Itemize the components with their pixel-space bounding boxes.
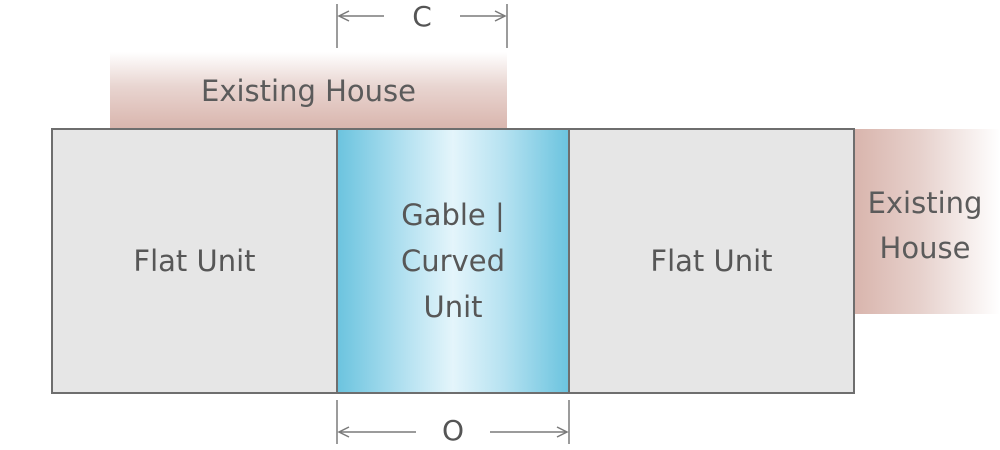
dimension-top-arrow-left xyxy=(337,10,350,22)
flat-unit-right: Flat Unit xyxy=(568,128,855,394)
gable-curved-unit-label-line1: Gable | Curved xyxy=(401,198,505,278)
existing-house-top-label: Existing House xyxy=(201,74,416,108)
gable-curved-unit-label-line2: Unit xyxy=(423,290,483,324)
dimension-bottom-arrow-left xyxy=(337,426,350,438)
flat-unit-left-label: Flat Unit xyxy=(133,244,256,278)
existing-house-right-label: Existing House xyxy=(855,181,995,271)
existing-house-right-label-line1: Existing xyxy=(867,186,983,220)
dimension-bottom-arrow-right xyxy=(556,426,569,438)
existing-house-right-label-line2: House xyxy=(879,231,971,265)
gable-curved-unit-label: Gable | Curved Unit xyxy=(348,192,558,330)
dimension-top-label: C xyxy=(412,0,432,33)
dimension-top-arrow-right xyxy=(494,10,507,22)
flat-unit-left: Flat Unit xyxy=(51,128,338,394)
existing-house-right: Existing House xyxy=(855,129,1000,314)
flat-unit-right-label: Flat Unit xyxy=(650,244,773,278)
gable-curved-unit: Gable | Curved Unit xyxy=(336,128,570,394)
existing-house-top: Existing House xyxy=(110,52,507,129)
dimension-bottom-label: O xyxy=(441,414,465,447)
